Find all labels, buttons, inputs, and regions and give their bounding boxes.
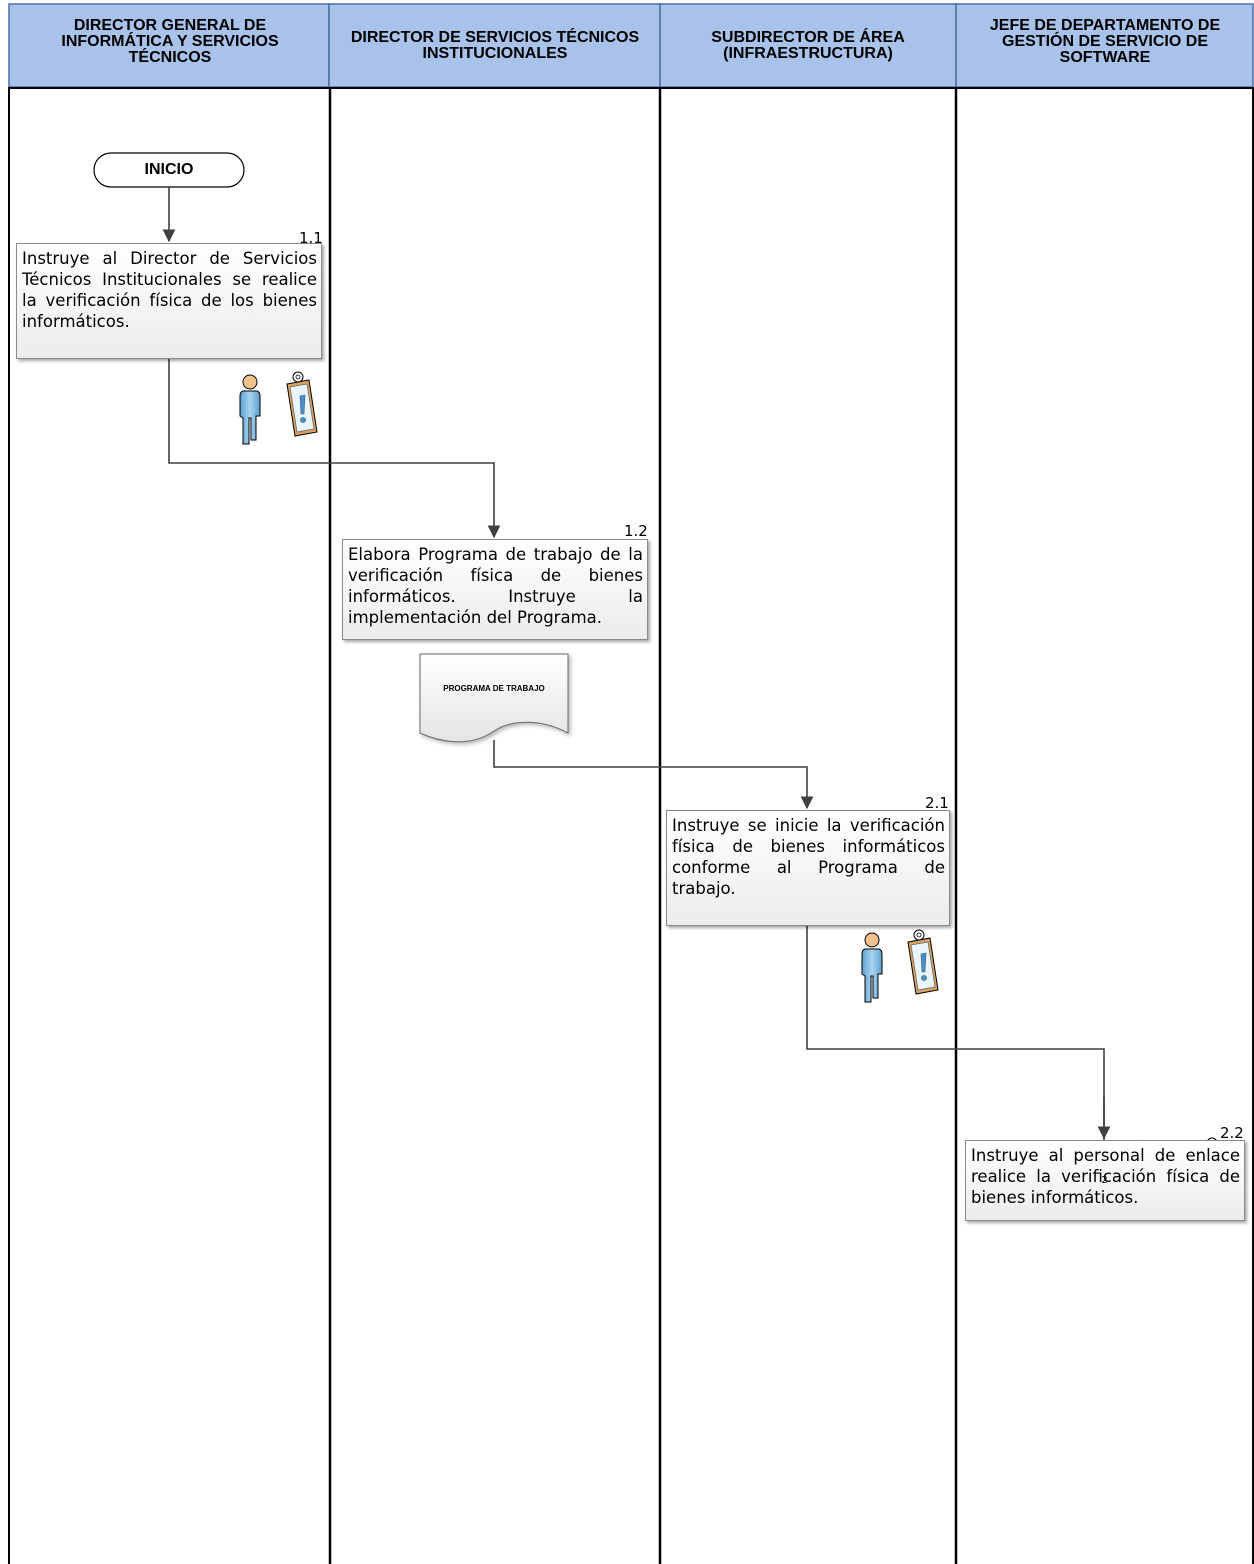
process-step-2-1: Instruye se inicie la verificación físic… [666, 810, 950, 926]
step-number: 2.1 [925, 794, 949, 812]
lane-header-4-bg [955, 3, 1254, 88]
lane-header-1-bg [8, 3, 330, 88]
clipboard-icon [286, 371, 318, 437]
process-step-2-2: Instruye al personal de enlace realice l… [965, 1140, 1245, 1221]
lane-header-3: SUBDIRECTOR DE ÁREA (INFRAESTRUCTURA) [680, 4, 936, 113]
arrow-2-1-to-2-2 [806, 926, 1111, 1140]
step-text: Elabora Programa de trabajo de la verifi… [348, 545, 643, 627]
step-text: Instruye se inicie la verificación físic… [672, 816, 945, 898]
lane-header-2-bg [328, 3, 661, 88]
lane-title: SUBDIRECTOR DE ÁREA (INFRAESTRUCTURA) [711, 29, 905, 62]
arrow-1-2-to-2-1 [493, 740, 814, 810]
step-text: Instruye al personal de enlace realice l… [971, 1146, 1240, 1207]
person-icon [239, 374, 261, 445]
document-shape [419, 653, 569, 743]
lane-header-1: DIRECTOR GENERAL DE INFORMÁTICA Y SERVIC… [20, 4, 320, 101]
clipboard-icon [907, 929, 939, 995]
flow-connectors [162, 187, 1111, 1161]
document-label: PROGRAMA DE TRABAJO [443, 684, 545, 693]
lane-header-backgrounds [8, 3, 1254, 88]
lane-title: DIRECTOR DE SERVICIOS TÉCNICOS INSTITUCI… [350, 29, 640, 62]
step-number: 1.2 [624, 522, 648, 540]
lane-title: JEFE DE DEPARTAMENTO DE GESTIÓN DE SERVI… [989, 17, 1221, 66]
lane-title: DIRECTOR GENERAL DE INFORMÁTICA Y SERVIC… [61, 17, 279, 66]
lane-header-4: JEFE DE DEPARTAMENTO DE GESTIÓN DE SERVI… [966, 4, 1244, 101]
connector-label: 2 [1101, 1175, 1108, 1186]
process-step-1-1: Instruye al Director de Servicios Técnic… [16, 243, 322, 359]
step-text: Instruye al Director de Servicios Técnic… [22, 249, 317, 331]
lane-header-3-bg [659, 3, 957, 88]
start-label: INICIO [144, 161, 194, 178]
step-number: 1.1 [299, 229, 323, 247]
person-icon [861, 932, 883, 1003]
lane-borders [8, 87, 1254, 1564]
arrow-1-1-to-1-2 [168, 359, 501, 539]
step-number: 2.2 [1220, 1124, 1244, 1142]
lane-header-2: DIRECTOR DE SERVICIOS TÉCNICOS INSTITUCI… [345, 4, 645, 113]
process-step-1-2: Elabora Programa de trabajo de la verifi… [342, 539, 648, 640]
